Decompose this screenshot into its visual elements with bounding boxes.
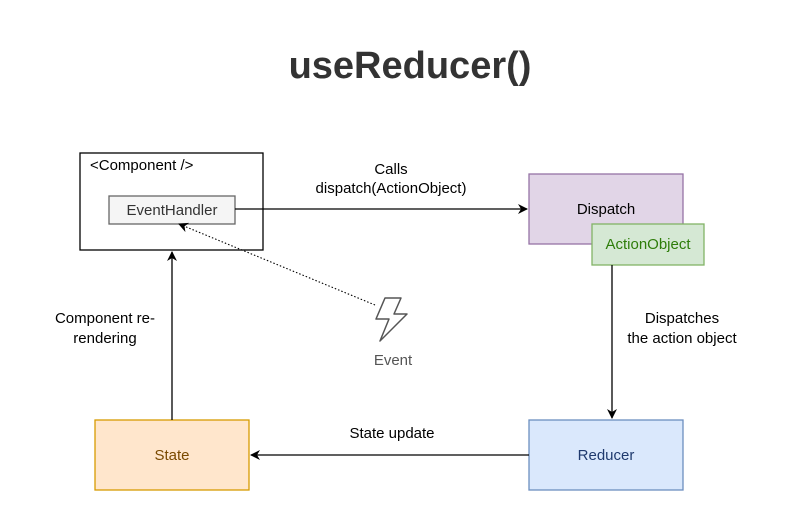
dispatches-label-line1: Dispatches — [645, 310, 719, 327]
dispatch-label: Dispatch — [577, 201, 635, 218]
reducer-label: Reducer — [578, 447, 635, 464]
event-label: Event — [374, 352, 413, 369]
state-label: State — [154, 447, 189, 464]
rerender-label-line1: Component re- — [55, 310, 155, 327]
component-label: <Component /> — [90, 157, 194, 174]
action-object-node[interactable] — [591, 223, 705, 266]
calls-label-line1: Calls — [374, 161, 407, 178]
diagram-title: useReducer() — [289, 45, 532, 87]
reducer-node[interactable] — [528, 419, 684, 491]
state-node[interactable] — [94, 419, 250, 491]
lightning-bolt-icon — [375, 297, 408, 342]
calls-label-line2: dispatch(ActionObject) — [316, 180, 467, 197]
dispatches-label-line2: the action object — [627, 330, 737, 347]
rerender-label-line2: rendering — [73, 330, 136, 347]
event-handler-node[interactable] — [108, 195, 236, 225]
action-object-label: ActionObject — [605, 236, 691, 253]
event-trigger-arrow — [178, 222, 376, 306]
event-handler-label: EventHandler — [127, 202, 218, 219]
state-update-label: State update — [349, 425, 434, 442]
